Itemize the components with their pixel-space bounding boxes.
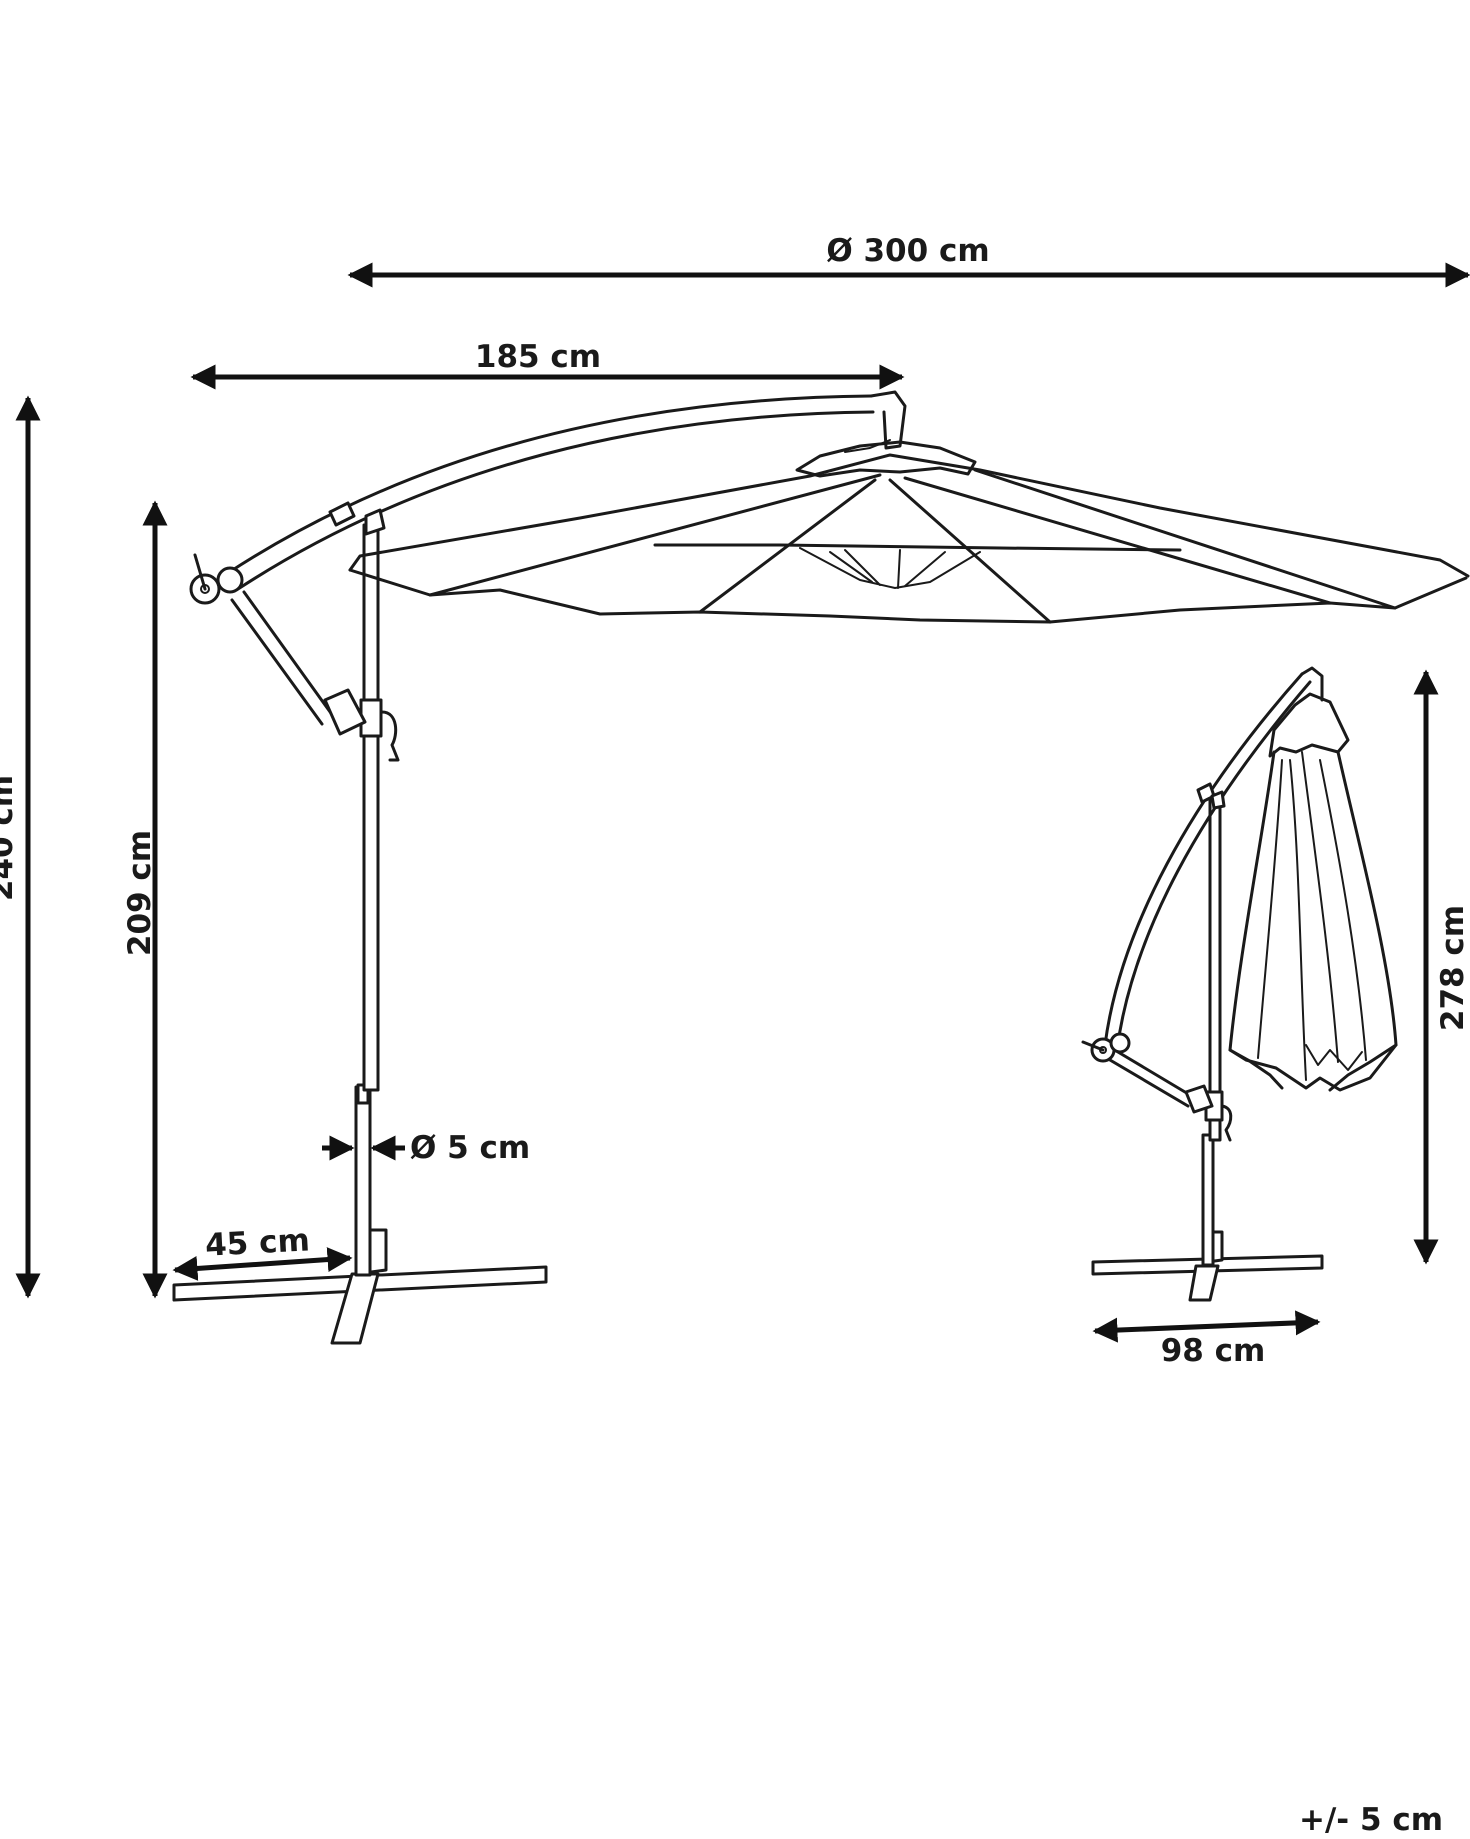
dimension-clearance-height: 209 cm bbox=[122, 500, 168, 1299]
label-total-height: 240 cm bbox=[0, 775, 20, 901]
dimension-base-arm: 45 cm bbox=[172, 1222, 353, 1281]
label-base-width: 98 cm bbox=[1161, 1333, 1266, 1369]
open-umbrella-pole bbox=[354, 523, 400, 1277]
dimension-canopy-diameter: Ø 300 cm bbox=[347, 233, 1470, 288]
closed-umbrella-pole bbox=[1201, 798, 1233, 1267]
open-umbrella-canopy bbox=[348, 439, 1470, 624]
closed-umbrella-canopy bbox=[1228, 692, 1398, 1092]
label-canopy-diameter: Ø 300 cm bbox=[826, 233, 989, 269]
closed-umbrella bbox=[1081, 666, 1398, 1302]
dimension-arm-reach: 185 cm bbox=[190, 339, 905, 390]
label-closed-height: 278 cm bbox=[1435, 905, 1470, 1031]
closed-umbrella-arm bbox=[1081, 666, 1324, 1114]
open-umbrella-arm bbox=[189, 390, 907, 736]
tolerance-note: +/- 5 cm bbox=[1299, 1802, 1443, 1838]
open-umbrella bbox=[172, 390, 1470, 1345]
label-arm-reach: 185 cm bbox=[475, 339, 601, 375]
dimension-pole-diameter: Ø 5 cm bbox=[322, 1130, 530, 1166]
label-base-arm: 45 cm bbox=[204, 1222, 310, 1263]
label-clearance-height: 209 cm bbox=[122, 830, 158, 956]
label-pole-diameter: Ø 5 cm bbox=[410, 1130, 530, 1166]
dimension-base-width: 98 cm bbox=[1092, 1310, 1321, 1369]
dimension-total-height: 240 cm bbox=[0, 395, 41, 1299]
dimension-closed-height: 278 cm bbox=[1413, 669, 1470, 1265]
